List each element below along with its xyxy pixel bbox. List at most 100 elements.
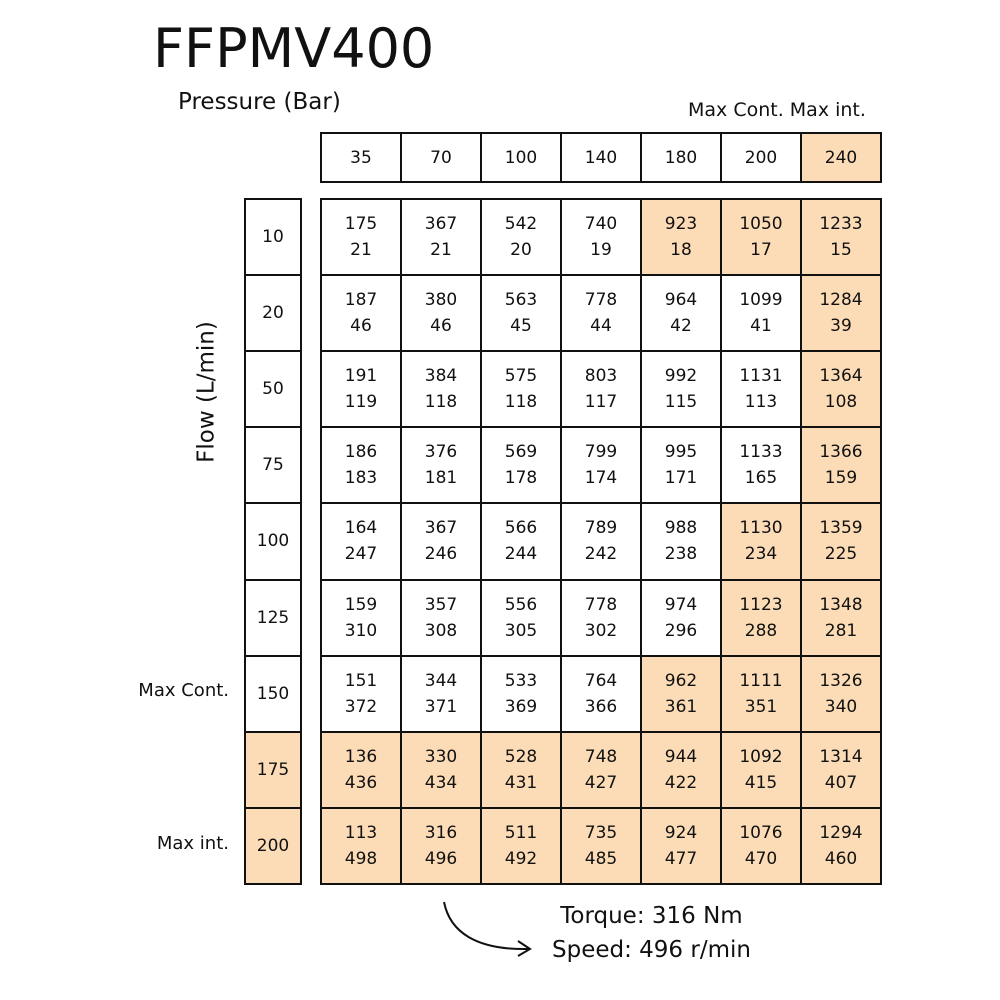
- torque-value: 1123: [739, 594, 783, 615]
- flow-cell: 200: [244, 806, 302, 886]
- pressure-cell: 35: [320, 132, 402, 183]
- pressure-header-table: 35 70 100 140 180 200 240: [320, 132, 882, 183]
- flow-cell: 150: [244, 654, 302, 733]
- torque-value: 974: [664, 594, 698, 615]
- speed-value: 372: [344, 696, 378, 717]
- torque-value: 1076: [739, 822, 783, 843]
- torque-value: 136: [344, 746, 378, 767]
- speed-value: 46: [430, 316, 452, 337]
- speed-value: 181: [424, 468, 458, 489]
- torque-value: 533: [504, 670, 538, 691]
- torque-value: 1111: [739, 670, 783, 691]
- speed-value: 434: [424, 772, 458, 793]
- torque-value: 556: [504, 594, 538, 615]
- torque-value: 1133: [739, 442, 783, 463]
- speed-value: 308: [424, 620, 458, 641]
- speed-note: Speed: 496 r/min: [552, 937, 751, 963]
- torque-value: 542: [504, 214, 538, 235]
- page-title: FFPMV400: [153, 17, 435, 80]
- speed-value: 21: [430, 240, 452, 261]
- speed-value: 492: [504, 848, 538, 869]
- torque-value: 1366: [819, 442, 863, 463]
- torque-value: 992: [664, 366, 698, 387]
- torque-value: 803: [584, 366, 618, 387]
- torque-value: 1326: [819, 670, 863, 691]
- speed-value: 340: [824, 696, 858, 717]
- pressure-header-row: 35 70 100 140 180 200 240: [320, 132, 882, 183]
- speed-value: 19: [590, 240, 612, 261]
- torque-value: 1050: [739, 214, 783, 235]
- speed-value: 119: [344, 392, 378, 413]
- speed-value: 20: [510, 240, 532, 261]
- flow-cell: 100: [244, 502, 302, 581]
- torque-value: 1359: [819, 518, 863, 539]
- data-cell: 1326 340: [800, 654, 882, 733]
- pressure-cell: 200: [720, 132, 802, 183]
- pressure-cell: 100: [480, 132, 562, 183]
- torque-note: Torque: 316 Nm: [560, 903, 743, 929]
- speed-value: 369: [504, 696, 538, 717]
- speed-value: 460: [824, 848, 858, 869]
- speed-value: 42: [670, 316, 692, 337]
- torque-value: 1233: [819, 214, 863, 235]
- speed-value: 165: [744, 468, 778, 489]
- speed-value: 44: [590, 316, 612, 337]
- data-cell: 1133 165: [720, 426, 802, 505]
- torque-value: 778: [584, 594, 618, 615]
- speed-value: 302: [584, 620, 618, 641]
- torque-value: 995: [664, 442, 698, 463]
- speed-value: 485: [584, 848, 618, 869]
- torque-value: 748: [584, 746, 618, 767]
- torque-value: 575: [504, 366, 538, 387]
- flow-cell: 50: [244, 350, 302, 429]
- speed-value: 17: [750, 240, 772, 261]
- speed-value: 45: [510, 316, 532, 337]
- torque-value: 988: [664, 518, 698, 539]
- torque-value: 799: [584, 442, 618, 463]
- torque-value: 740: [584, 214, 618, 235]
- torque-value: 1284: [819, 290, 863, 311]
- flow-header-row: 175: [244, 730, 302, 809]
- speed-value: 310: [344, 620, 378, 641]
- torque-value: 764: [584, 670, 618, 691]
- flow-cell: 175: [244, 730, 302, 809]
- torque-value: 330: [424, 746, 458, 767]
- speed-value: 436: [344, 772, 378, 793]
- torque-value: 735: [584, 822, 618, 843]
